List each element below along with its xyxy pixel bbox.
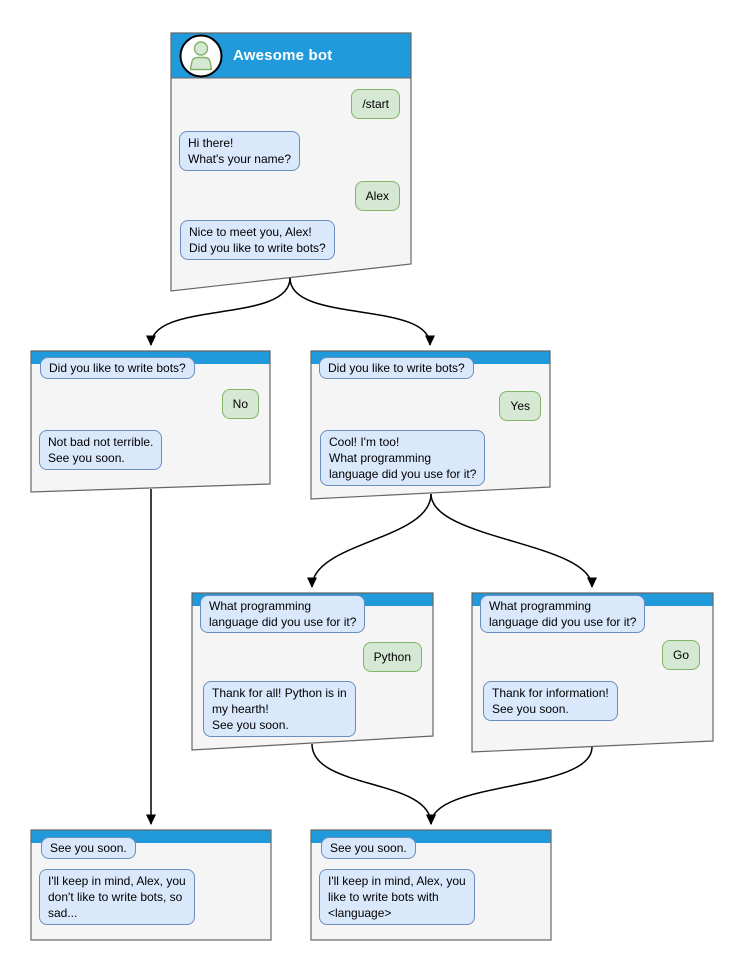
bot-message-bubble: Did you like to write bots? [319, 357, 474, 379]
bot-message-bubble: What programming language did you use fo… [480, 595, 646, 633]
person-icon [189, 41, 213, 71]
bot-message-bubble: What programming language did you use fo… [200, 595, 366, 633]
bot-message-bubble: Hi there! What's your name? [179, 131, 301, 171]
user-message-bubble: Go [661, 640, 700, 670]
bot-message-bubble: See you soon. [41, 837, 136, 859]
bot-message-bubble: See you soon. [321, 837, 416, 859]
user-message-bubble: Alex [354, 181, 400, 211]
main-window-title: Awesome bot [233, 47, 333, 64]
bot-message-bubble: Nice to meet you, Alex! Did you like to … [180, 220, 335, 260]
connector-yes-to-python [307, 493, 432, 588]
connector-python-to-end [311, 743, 436, 825]
bot-message-bubble: Did you like to write bots? [40, 357, 195, 379]
user-message-bubble: No [221, 389, 259, 419]
bot-message-bubble: I'll keep in mind, Alex, you like to wri… [319, 869, 475, 925]
user-message-bubble: Python [362, 642, 422, 672]
bot-message-bubble: Thank for information! See you soon. [483, 681, 618, 721]
bot-message-bubble: Cool! I'm too! What programming language… [320, 430, 486, 486]
flow-connectors [146, 277, 597, 825]
user-message-bubble: /start [351, 89, 400, 119]
connector-yes-to-go [430, 493, 597, 588]
bot-message-bubble: Not bad not terrible. See you soon. [39, 430, 163, 470]
bot-avatar [179, 34, 223, 78]
user-message-bubble: Yes [499, 391, 541, 421]
window-outlines [30, 32, 714, 941]
bot-message-bubble: Thank for all! Python is in my hearth! S… [203, 681, 356, 737]
connector-start-to-no [146, 277, 291, 346]
bot-message-bubble: I'll keep in mind, Alex, you don't like … [39, 869, 195, 925]
connector-go-to-end [426, 746, 593, 825]
connector-start-to-yes [289, 277, 435, 346]
